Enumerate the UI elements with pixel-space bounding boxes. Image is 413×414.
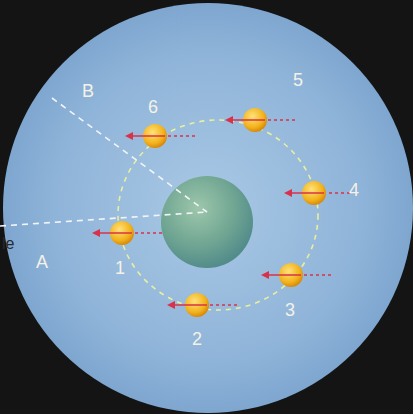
callout-number: 5 <box>293 71 303 89</box>
callout-number: 6 <box>148 98 158 116</box>
orbit-path <box>118 120 318 310</box>
cut-off-text: le <box>2 236 14 252</box>
line-label: A <box>36 253 48 271</box>
sky-disc <box>3 3 413 413</box>
callout-number: 4 <box>349 181 359 199</box>
callout-number: 1 <box>115 259 125 277</box>
callout-number: 3 <box>285 301 295 319</box>
sight-line-b <box>52 98 207 212</box>
line-label: B <box>82 82 94 100</box>
sight-line-a <box>0 212 207 226</box>
callout-number: 2 <box>192 330 202 348</box>
planet <box>161 176 253 268</box>
moons <box>96 108 350 317</box>
